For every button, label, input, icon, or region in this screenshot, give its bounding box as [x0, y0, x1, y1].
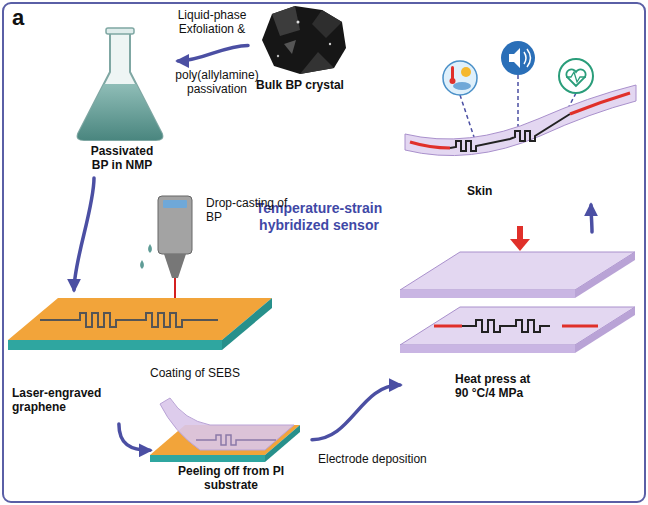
step-label: Skin: [467, 184, 527, 198]
process-step: Bulk BP crystal: [248, 4, 352, 96]
flask: [78, 28, 163, 140]
step-label: Peeling off from PI substrate: [178, 464, 284, 492]
process-step: Passivated BP in NMP: [66, 26, 178, 178]
step-note: Electrode deposition: [318, 452, 448, 466]
process-arrow: [312, 385, 400, 440]
bp-crystal: [262, 6, 346, 74]
process-arrow: [591, 205, 592, 232]
step-label: Laser-engraved graphene: [12, 386, 114, 414]
process-step: Skin: [395, 42, 640, 205]
process-arrow: [178, 45, 248, 61]
skin-sensor: [405, 41, 636, 156]
peeling-film: [150, 398, 300, 462]
step-label: Passivated BP in NMP: [82, 144, 162, 172]
pi-substrate: [8, 298, 272, 350]
step-note: Liquid-phase Exfoliation &: [172, 8, 252, 36]
panel-letter: a: [12, 6, 36, 30]
process-arrow: [119, 424, 150, 450]
step-note: Coating of SEBS: [150, 366, 260, 380]
process-step: Laser-engraved graphene: [8, 290, 272, 424]
panel-frame: [3, 3, 645, 502]
heat-press: [400, 226, 635, 353]
step-note: Drop-casting of BP: [206, 196, 288, 224]
process-step: Peeling off from PI substrate: [150, 392, 312, 498]
step-note: poly(allylamine) passivation: [168, 68, 266, 96]
process-arrow: [74, 178, 94, 290]
process-step: Heat press at 90 °C/4 MPa: [400, 232, 640, 410]
step-label: Heat press at 90 °C/4 MPa: [455, 372, 547, 400]
step-label: Bulk BP crystal: [248, 78, 352, 92]
